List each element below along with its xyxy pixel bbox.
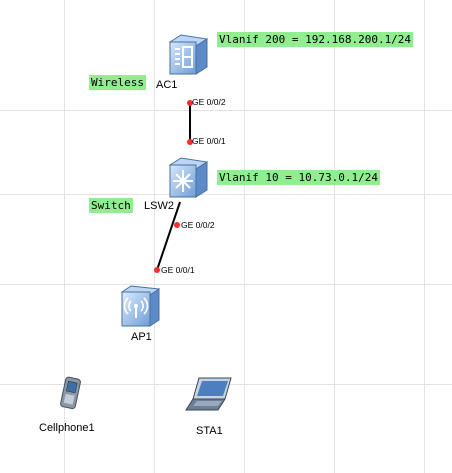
vlanif-note[interactable]: Vlanif 10 = 10.73.0.1/24 (217, 170, 380, 185)
grid-line (334, 0, 335, 473)
link-lsw2-ap1[interactable] (156, 201, 181, 271)
ac-controller-icon[interactable] (167, 33, 209, 75)
grid-line (244, 0, 245, 473)
access-point-icon[interactable] (119, 284, 161, 328)
port-dot[interactable] (187, 100, 193, 106)
grid-line (0, 284, 452, 285)
port-dot[interactable] (154, 267, 160, 273)
port-dot[interactable] (187, 139, 193, 145)
cellphone-icon[interactable] (60, 376, 82, 410)
device-label: AC1 (156, 79, 178, 91)
device-label: STA1 (196, 425, 223, 437)
device-label: Cellphone1 (39, 422, 95, 434)
port-dot[interactable] (174, 222, 180, 228)
port-label: GE 0/0/2 (181, 220, 215, 230)
grid-line (0, 110, 452, 111)
switch-icon[interactable] (167, 156, 209, 198)
device-label: LSW2 (144, 200, 174, 212)
port-label: GE 0/0/2 (192, 97, 226, 107)
role-note[interactable]: Wireless (89, 75, 146, 90)
port-label: GE 0/0/1 (192, 136, 226, 146)
vlanif-note[interactable]: Vlanif 200 = 192.168.200.1/24 (217, 32, 414, 47)
grid-line (64, 0, 65, 473)
role-note[interactable]: Switch (89, 198, 133, 213)
port-label: GE 0/0/1 (161, 265, 195, 275)
grid-line (0, 194, 452, 195)
laptop-icon[interactable] (185, 375, 237, 413)
grid-line (424, 0, 425, 473)
device-label: AP1 (131, 331, 152, 343)
grid-line (154, 0, 155, 473)
